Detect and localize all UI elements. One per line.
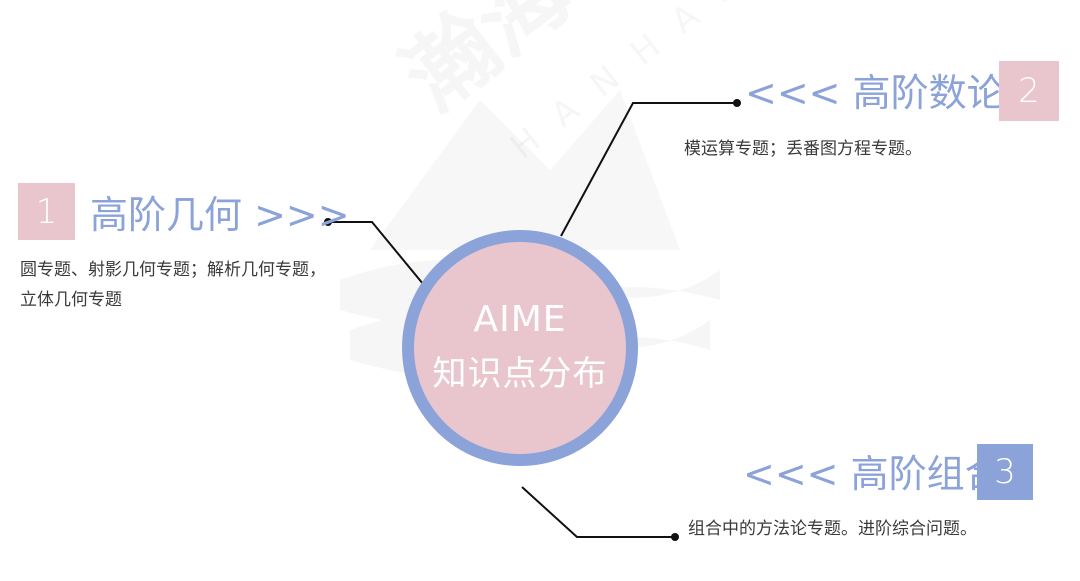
watermark-text-cn: 瀚海 [384,0,590,131]
topic-3-title: <<< 高阶组合 [743,452,1003,496]
center-circle: AIME 知识点分布 [402,230,638,466]
topic-1-title: 高阶几何 >>> [90,193,350,237]
topic-1-description: 圆专题、射影几何专题；解析几何专题， 立体几何专题 [20,255,326,315]
connector-topic-3 [521,486,675,538]
topic-1-number-badge: 1 [18,183,75,240]
connector-dot-3 [671,533,679,541]
connector-topic-2 [560,102,737,237]
center-title-line2: 知识点分布 [432,354,608,394]
topic-3-number-badge: 3 [977,444,1033,500]
topic-3-description: 组合中的方法论专题。进阶综合问题。 [688,519,977,539]
connector-dot-2 [733,99,741,107]
topic-2-description: 模运算专题；丢番图方程专题。 [684,139,922,159]
topic-2-title: <<< 高阶数论 [745,71,1005,115]
topic-2-number-badge: 2 [999,61,1059,121]
center-title-line1: AIME [473,299,567,340]
topic-1-description-line2: 立体几何专题 [20,290,122,310]
topic-1-description-line1: 圆专题、射影几何专题；解析几何专题， [20,260,326,280]
